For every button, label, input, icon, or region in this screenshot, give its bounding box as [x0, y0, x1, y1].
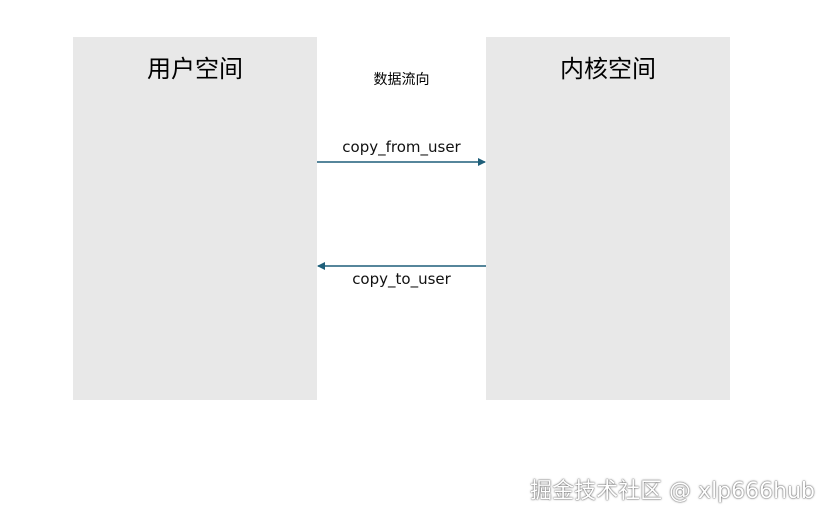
kernel-space-box: 内核空间	[486, 37, 730, 400]
copy-to-user-label: copy_to_user	[352, 270, 451, 288]
kernel-space-title: 内核空间	[560, 55, 656, 83]
copy-from-user-label: copy_from_user	[342, 138, 461, 156]
user-space-box: 用户空间	[73, 37, 317, 400]
data-flow-title: 数据流向	[373, 72, 430, 88]
watermark: 掘金技术社区 @ xlp666hub	[530, 479, 815, 504]
user-space-title: 用户空间	[147, 55, 243, 83]
